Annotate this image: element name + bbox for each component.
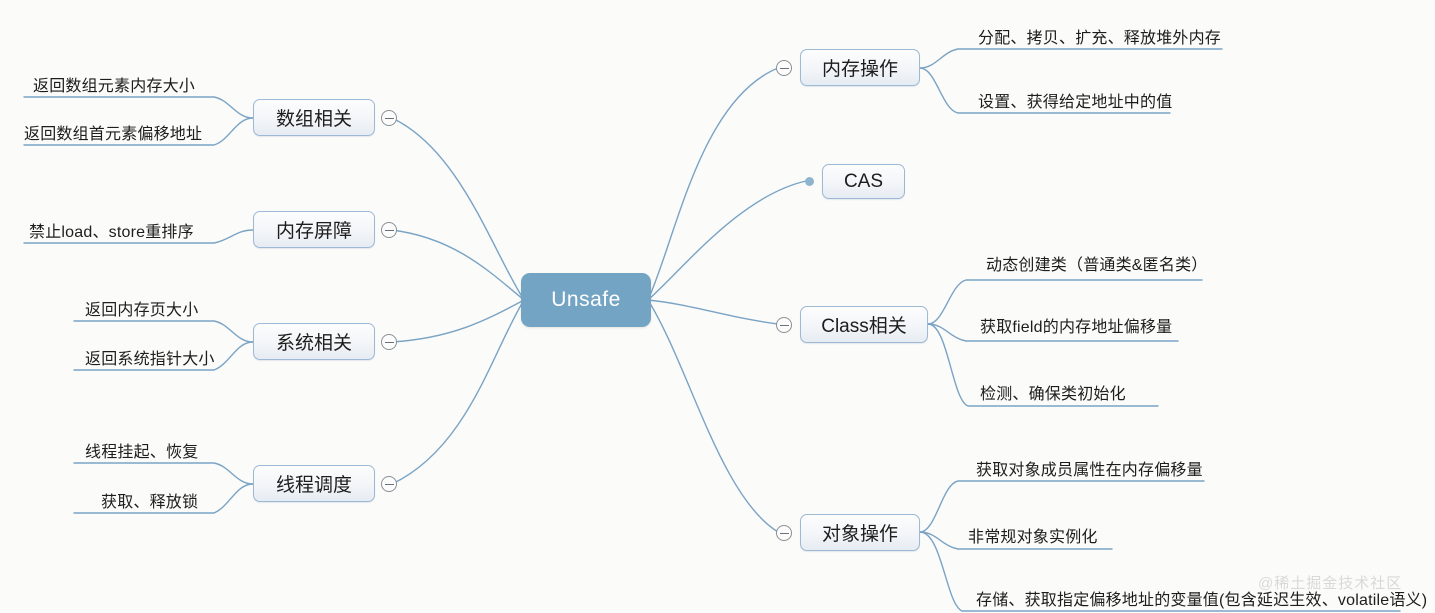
collapse-minus-icon-system[interactable] bbox=[381, 334, 397, 350]
collapse-minus-icon-class[interactable] bbox=[776, 317, 792, 333]
topic-node-thread-scheduling-label: 线程调度 bbox=[275, 475, 352, 496]
endpoint-dot-cas[interactable] bbox=[805, 177, 814, 186]
collapse-minus-icon-memory-barrier[interactable] bbox=[381, 222, 397, 238]
edge-root-to-system bbox=[391, 299, 525, 343]
edge-system-to-child-0 bbox=[73, 320, 254, 343]
collapse-minus-icon-object-operation[interactable] bbox=[776, 525, 792, 541]
edge-root-to-object bbox=[647, 299, 779, 533]
topic-node-object-operation[interactable]: 对象操作 bbox=[800, 514, 920, 551]
leaf-object-operation-child-2: 存储、获取指定偏移地址的变量值(包含延迟生效、volatile语义) bbox=[976, 592, 1428, 609]
topic-node-class-label: Class相关 bbox=[821, 316, 907, 337]
topic-node-memory-operation-label: 内存操作 bbox=[821, 59, 898, 80]
topic-node-thread-scheduling[interactable]: 线程调度 bbox=[253, 465, 375, 502]
edge-array-to-child-0 bbox=[23, 96, 254, 119]
leaf-class-child-0: 动态创建类（普通类&匿名类） bbox=[986, 257, 1208, 274]
edge-root-to-class bbox=[647, 299, 779, 325]
collapse-minus-icon-array[interactable] bbox=[381, 110, 397, 126]
leaf-system-child-0: 返回内存页大小 bbox=[85, 302, 199, 319]
leaf-thread-child-1: 获取、释放锁 bbox=[101, 494, 199, 511]
edge-root-to-array bbox=[391, 117, 525, 301]
topic-node-array-label: 数组相关 bbox=[275, 109, 352, 130]
root-node-unsafe[interactable]: Unsafe bbox=[521, 273, 651, 327]
edge-root-to-barrier bbox=[391, 229, 525, 301]
leaf-memory-barrier-child-0: 禁止load、store重排序 bbox=[29, 224, 194, 241]
edge-root-to-thread bbox=[391, 299, 525, 485]
leaf-memory-operation-child-0: 分配、拷贝、扩充、释放堆外内存 bbox=[978, 30, 1222, 47]
leaf-memory-operation-child-1: 设置、获得给定地址中的值 bbox=[978, 94, 1173, 111]
topic-node-memory-barrier-label: 内存屏障 bbox=[275, 221, 352, 242]
topic-node-cas[interactable]: CAS bbox=[822, 164, 905, 199]
leaf-array-child-1: 返回数组首元素偏移地址 bbox=[24, 126, 203, 143]
leaf-system-child-1: 返回系统指针大小 bbox=[85, 351, 215, 368]
topic-node-object-operation-label: 对象操作 bbox=[821, 524, 898, 545]
leaf-object-operation-child-1: 非常规对象实例化 bbox=[968, 529, 1098, 546]
topic-node-memory-operation[interactable]: 内存操作 bbox=[800, 49, 920, 86]
leaf-class-child-1: 获取field的内存地址偏移量 bbox=[980, 319, 1173, 336]
leaf-array-child-0: 返回数组元素内存大小 bbox=[33, 78, 196, 95]
leaf-thread-child-0: 线程挂起、恢复 bbox=[85, 444, 199, 461]
collapse-minus-icon-thread-scheduling[interactable] bbox=[381, 476, 397, 492]
topic-node-memory-barrier[interactable]: 内存屏障 bbox=[253, 211, 375, 248]
leaf-class-child-2: 检测、确保类初始化 bbox=[980, 386, 1126, 403]
edge-root-to-memory bbox=[647, 67, 779, 301]
collapse-minus-icon-memory-operation[interactable] bbox=[776, 60, 792, 76]
watermark: @稀土掘金技术社区 bbox=[1258, 575, 1403, 592]
root-node-label: Unsafe bbox=[551, 288, 621, 311]
topic-node-system-label: 系统相关 bbox=[275, 333, 352, 354]
topic-node-cas-label: CAS bbox=[843, 170, 884, 192]
topic-node-system[interactable]: 系统相关 bbox=[253, 323, 375, 360]
topic-node-class[interactable]: Class相关 bbox=[800, 306, 928, 343]
edge-memory-to-child-0 bbox=[919, 48, 1223, 69]
topic-node-array[interactable]: 数组相关 bbox=[253, 99, 375, 136]
leaf-object-operation-child-0: 获取对象成员属性在内存偏移量 bbox=[976, 462, 1203, 479]
edge-thread-to-child-0 bbox=[73, 462, 254, 485]
edge-root-to-cas bbox=[647, 180, 807, 301]
